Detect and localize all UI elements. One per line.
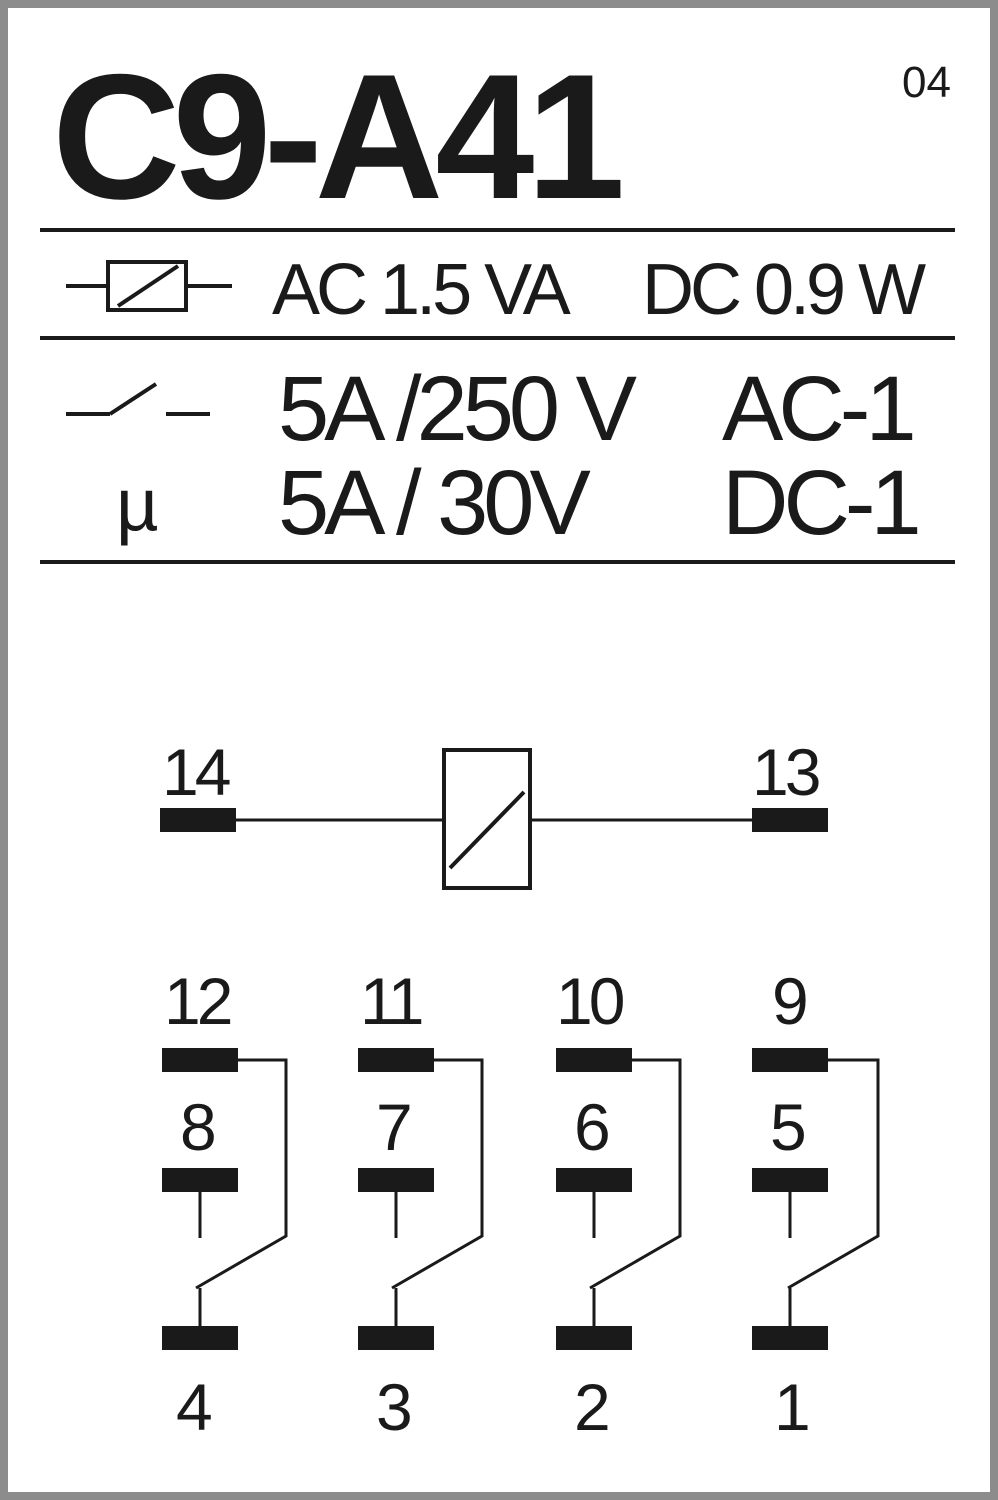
terminal-label-bottom: 3 [376,1370,410,1444]
coil-ac-rating: AC 1.5 VA [272,250,571,330]
coil-symbol-icon [66,260,232,312]
model-title: C9-A41 [52,37,621,236]
contact-ac-category: AC-1 [722,358,912,460]
terminal-label-top: 9 [772,964,806,1038]
coil-terminal-left [160,808,236,832]
contact-dc-rating: 5A / 30V [278,452,590,554]
terminal-label-bottom: 4 [176,1370,211,1444]
terminal-label-middle: 7 [376,1090,410,1164]
contact-group-2: 11 7 3 [358,964,484,1444]
contact-ac-rating: 5A /250 V [278,358,637,460]
terminal-label-middle: 6 [574,1090,608,1164]
coil-icon [442,748,532,890]
contact-group-1: 12 8 4 [162,964,288,1444]
contact-group-3: 10 6 2 [556,964,682,1444]
contact-switch-icon [66,382,210,416]
coil-circuit: 14 13 [160,735,828,890]
label-code: 04 [902,58,951,107]
coil-terminal-right [752,808,828,832]
terminal-label-middle: 8 [180,1090,214,1164]
terminal-label-top: 12 [164,964,231,1038]
coil-terminal-left-label: 14 [162,735,230,809]
coil-dc-rating: DC 0.9 W [642,250,926,330]
terminal-label-top: 11 [360,964,422,1038]
contact-dc-category: DC-1 [722,452,918,554]
terminal-label-middle: 5 [770,1090,804,1164]
contact-group-4: 9 5 1 [752,964,880,1444]
coil-terminal-right-label: 13 [752,735,819,809]
terminal-label-bottom: 2 [574,1370,608,1444]
terminal-label-top: 10 [556,964,624,1038]
mu-symbol: µ [116,463,159,546]
terminal-label-bottom: 1 [774,1370,808,1444]
